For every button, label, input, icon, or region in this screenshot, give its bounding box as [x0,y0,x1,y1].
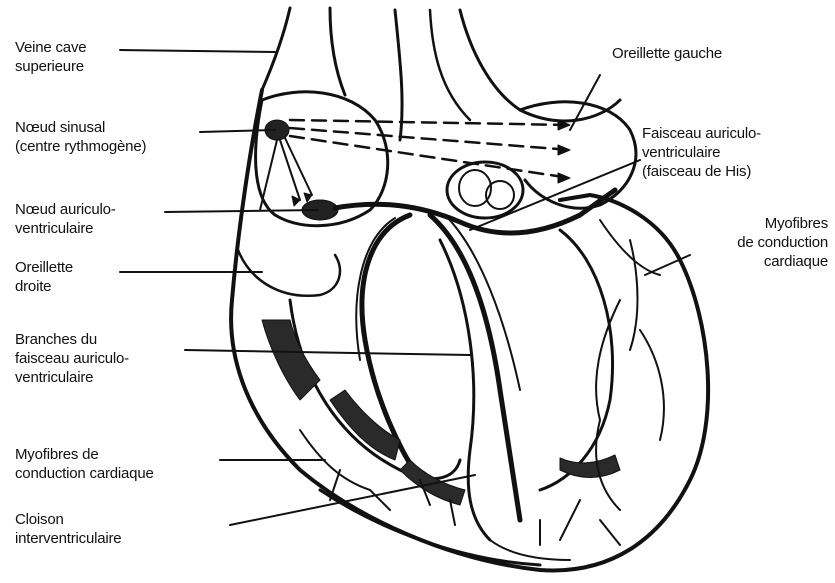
label-line: Faisceau auriculo- [642,124,761,143]
label-line: ventriculaire [15,368,129,387]
label-line: superieure [15,57,86,76]
label-line: Branches du [15,330,129,349]
label-noeud-auriculo: Nœud auriculo- ventriculaire [15,200,116,238]
label-line: Oreillette [15,258,73,277]
label-line: interventriculaire [15,529,121,548]
label-line: (faisceau de His) [642,162,761,181]
label-line: droite [15,277,73,296]
label-line: faisceau auriculo- [15,349,129,368]
leader-noeud-auriculo [165,210,318,212]
label-myofibres-right: Myofibres de conduction cardiaque [690,214,828,271]
label-faisceau-his: Faisceau auriculo- ventriculaire (faisce… [642,124,761,181]
label-line: Myofibres de [15,445,154,464]
impulse-arrow [260,138,312,210]
label-oreillette-gauche: Oreillette gauche [612,44,722,63]
interatrial-dashes [290,120,570,178]
label-line: Nœud sinusal [15,118,146,137]
label-cloison: Cloison interventriculaire [15,510,121,548]
label-line: Nœud auriculo- [15,200,116,219]
label-noeud-sinusal: Nœud sinusal (centre rythmogène) [15,118,146,156]
label-oreillette-droite: Oreillette droite [15,258,73,296]
leader-noeud-sinusal [200,130,275,132]
label-veine-cave: Veine cave superieure [15,38,86,76]
purkinje-fibres [540,220,664,545]
trabeculae-left [262,320,320,400]
label-line: conduction cardiaque [15,464,154,483]
leader-branches [185,350,470,355]
label-myofibres-left: Myofibres de conduction cardiaque [15,445,154,483]
label-line: ventriculaire [15,219,116,238]
label-line: ventriculaire [642,143,761,162]
left-ventricle [540,230,613,490]
label-line: (centre rythmogène) [15,137,146,156]
label-line: de conduction [690,233,828,252]
label-line: Myofibres [690,214,828,233]
label-line: Oreillette gauche [612,44,722,63]
label-line: Cloison [15,510,121,529]
label-line: cardiaque [690,252,828,271]
leader-veine-cave [120,50,275,52]
label-line: Veine cave [15,38,86,57]
aorta [395,10,620,140]
label-branches: Branches du faisceau auriculo- ventricul… [15,330,129,387]
